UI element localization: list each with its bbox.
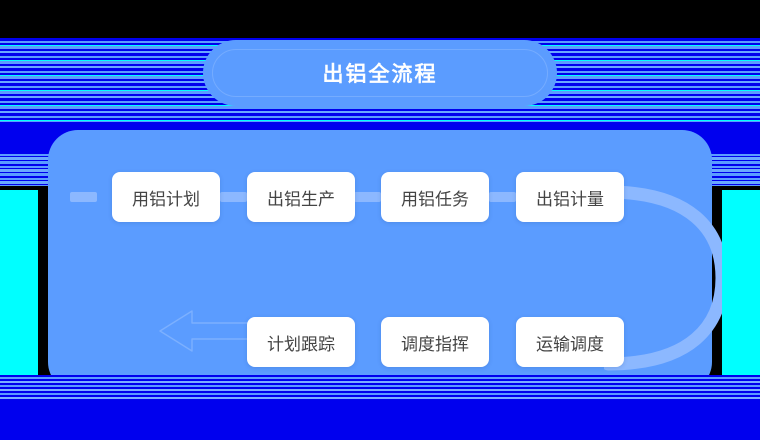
flow-node[interactable]: 用铝任务	[381, 172, 489, 222]
diagram-title-pill: 出铝全流程	[203, 40, 557, 106]
flow-node[interactable]: 出铝计量	[516, 172, 624, 222]
flow-node[interactable]: 计划跟踪	[247, 317, 355, 367]
flow-node-label: 出铝计量	[536, 189, 604, 209]
flow-node-label: 用铝计划	[132, 189, 200, 209]
flow-node[interactable]: 调度指挥	[381, 317, 489, 367]
flow-node[interactable]: 出铝生产	[247, 172, 355, 222]
connector-bar-1	[220, 192, 247, 202]
flow-node-label: 用铝任务	[401, 189, 469, 209]
flow-node[interactable]: 运输调度	[516, 317, 624, 367]
flow-node-label: 调度指挥	[401, 334, 469, 354]
flow-panel: 用铝计划 出铝生产 用铝任务 出铝计量 计划跟踪 调度指挥 运输调度	[48, 130, 729, 392]
page-title: 出铝全流程	[322, 63, 438, 86]
flow-node-label: 计划跟踪	[267, 334, 335, 354]
flow-node-label: 出铝生产	[267, 189, 335, 209]
flow-node-label: 运输调度	[536, 334, 604, 354]
connector-bar-0	[70, 192, 97, 202]
flow-node[interactable]: 用铝计划	[112, 172, 220, 222]
connector-bar-2	[354, 192, 381, 202]
connector-bar-3	[489, 192, 516, 202]
glitch-footer-band	[0, 400, 760, 440]
glitch-cyan-block-left	[0, 190, 38, 378]
glitch-cyan-block-right	[722, 190, 760, 378]
